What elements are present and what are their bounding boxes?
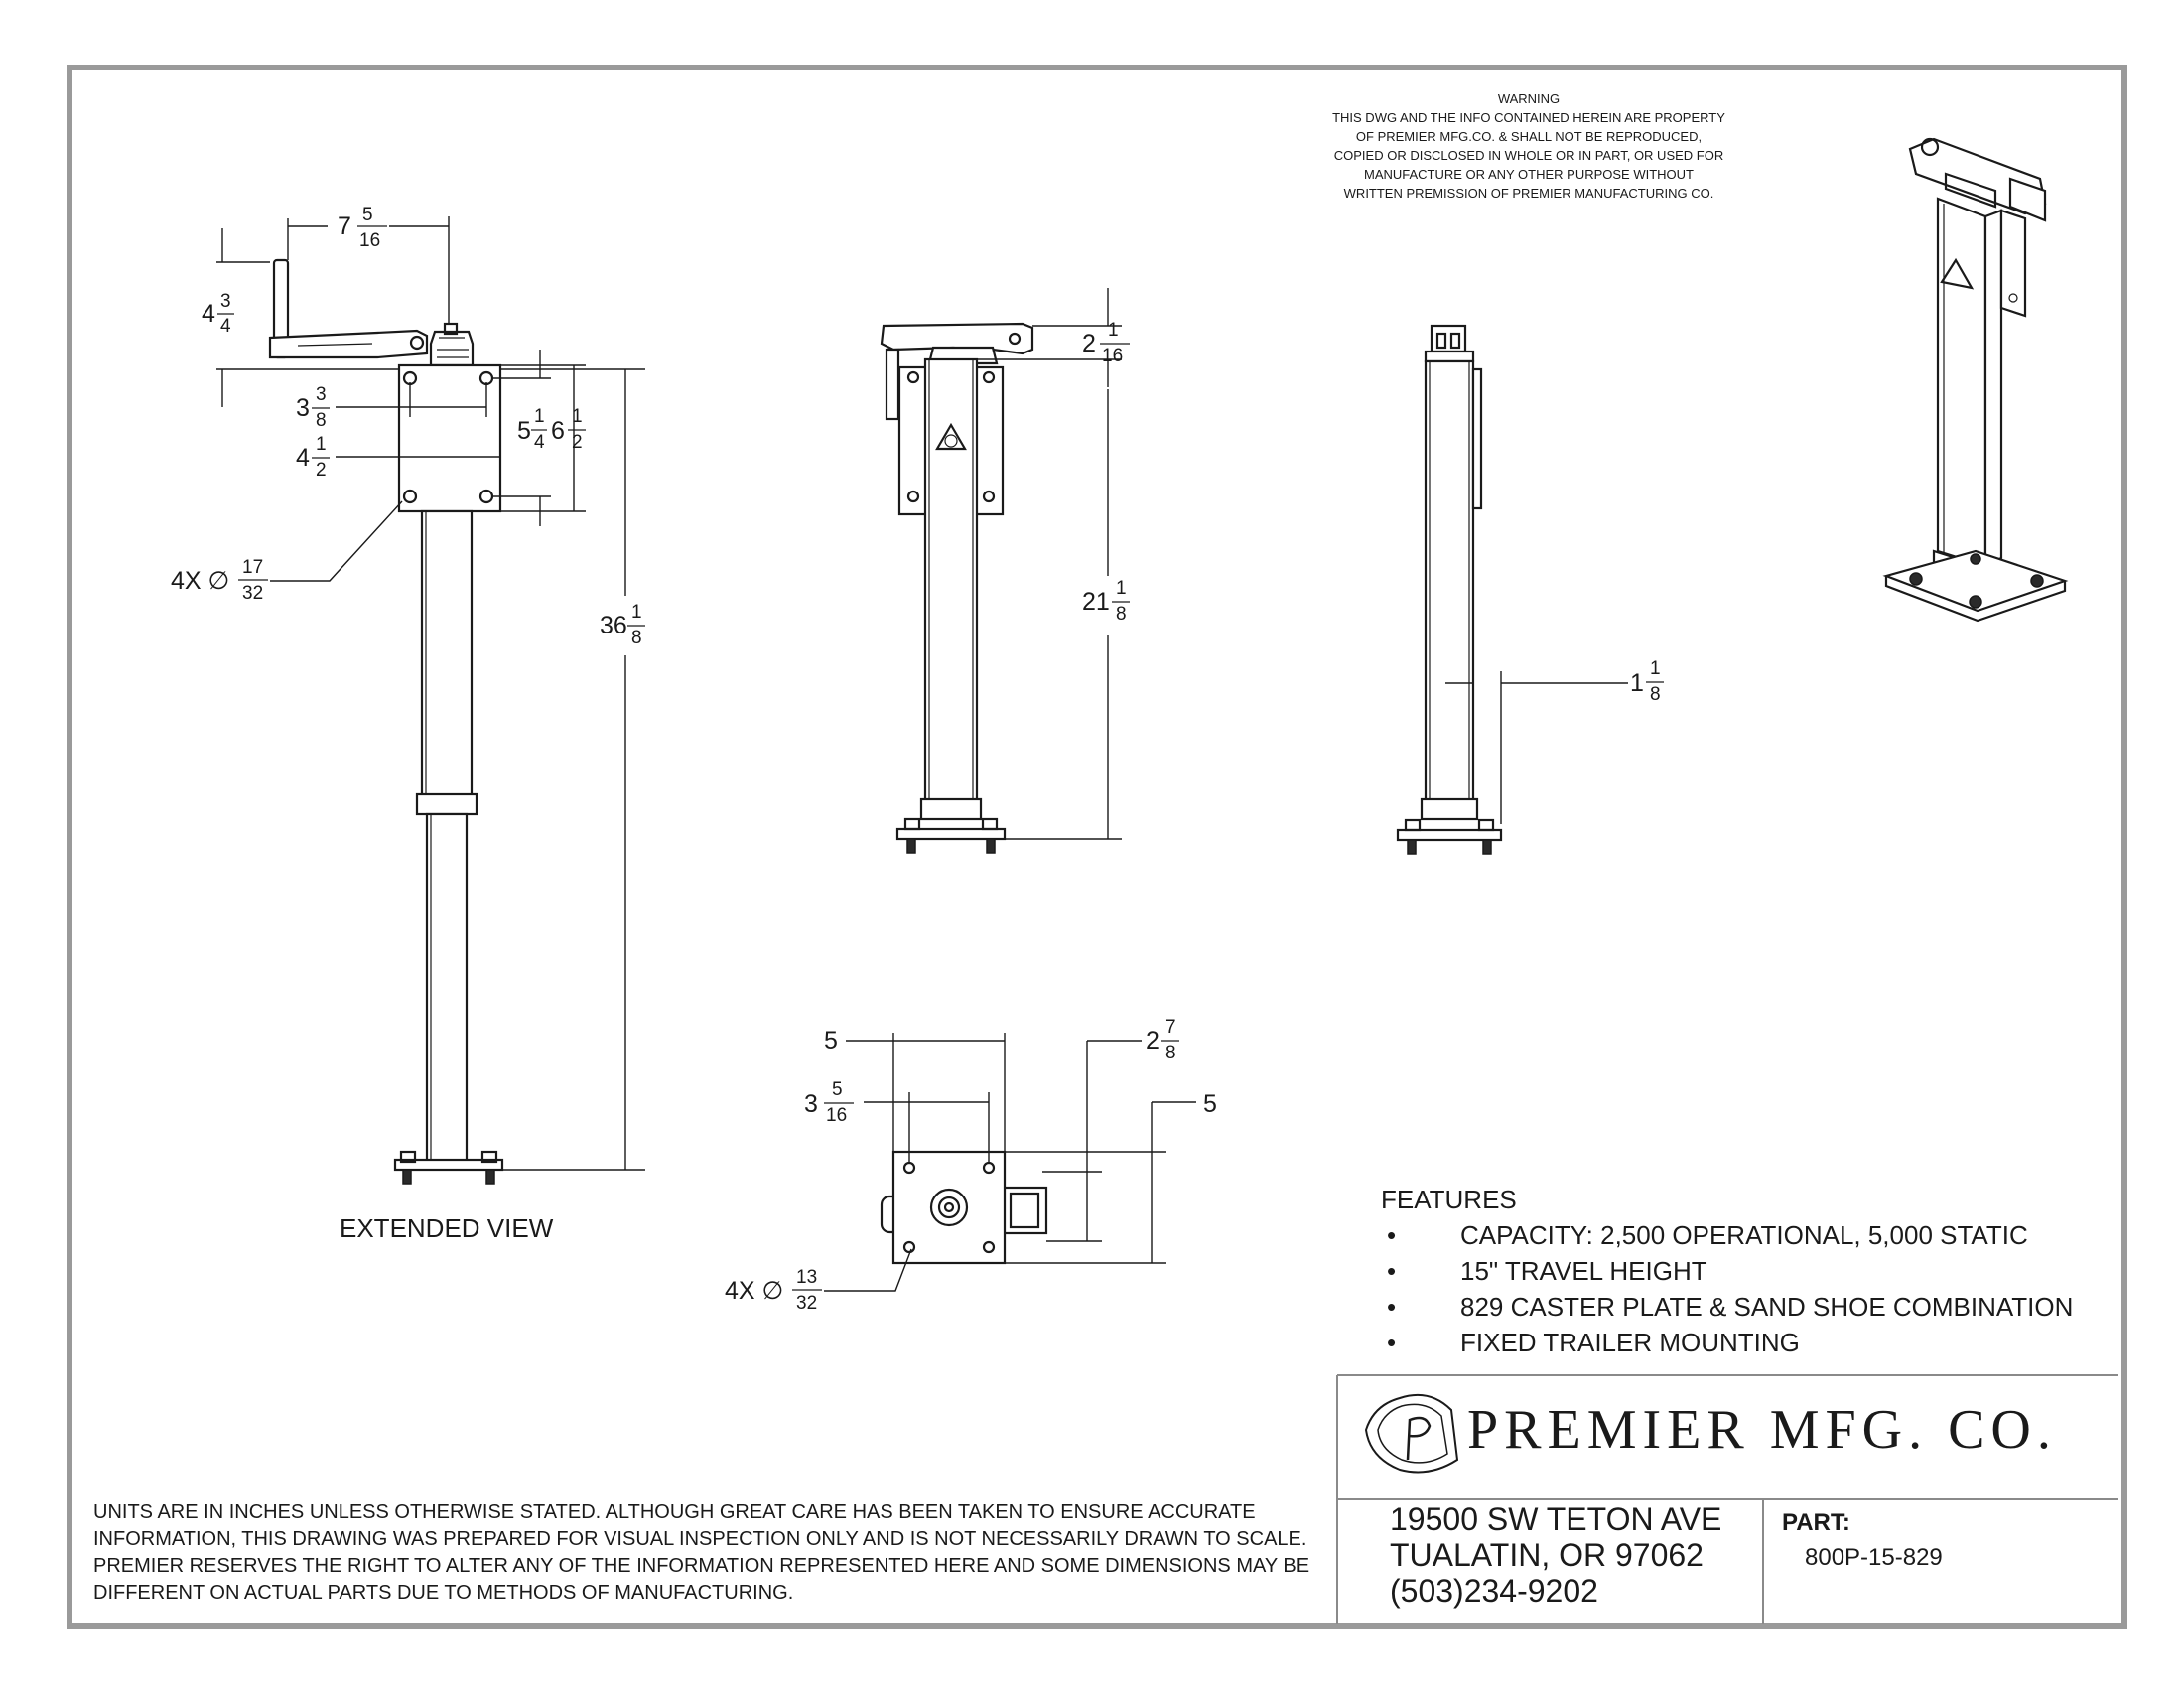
extended-view-label: EXTENDED VIEW (340, 1213, 554, 1243)
svg-text:1: 1 (1630, 669, 1644, 697)
dim-base-depth: 5 (1203, 1090, 1217, 1118)
svg-text:5: 5 (1203, 1090, 1217, 1118)
warning-line: WRITTEN PREMISSION OF PREMIER MANUFACTUR… (1343, 186, 1714, 201)
dim-side-offset: 1 1 8 (1630, 658, 1664, 705)
svg-text:3: 3 (220, 291, 231, 312)
svg-text:36: 36 (600, 612, 627, 639)
svg-text:5: 5 (517, 417, 531, 445)
svg-text:8: 8 (1116, 604, 1127, 625)
dim-hole-spacing-y: 5 1 4 (517, 406, 547, 453)
address-line: 19500 SW TETON AVE (1390, 1501, 1722, 1537)
svg-text:1: 1 (534, 406, 545, 427)
warning-notice: WARNING THIS DWG AND THE INFO CONTAINED … (1300, 89, 1757, 203)
front-dims (977, 288, 1122, 840)
svg-text:8: 8 (1165, 1043, 1176, 1063)
svg-text:6: 6 (551, 417, 565, 445)
isometric-view (1882, 137, 2069, 623)
svg-text:1: 1 (631, 602, 642, 623)
base-dims (824, 1033, 1196, 1292)
svg-text:3: 3 (296, 394, 310, 422)
svg-text:21: 21 (1082, 588, 1110, 616)
svg-text:1: 1 (316, 434, 327, 455)
svg-text:16: 16 (1102, 346, 1123, 366)
sheet-border (67, 65, 2127, 1629)
front-view (880, 322, 1034, 854)
dim-top-offset: 2 1 16 (1082, 320, 1130, 366)
svg-text:4: 4 (296, 444, 310, 472)
dim-base-offset: 2 7 8 (1146, 1017, 1179, 1063)
address-line: (503)234-9202 (1390, 1573, 1598, 1609)
dim-handle-width: 7 5 16 (338, 205, 387, 251)
part-label: PART: (1782, 1509, 1850, 1536)
features-heading: FEATURES (1381, 1185, 1517, 1214)
svg-text:1: 1 (572, 406, 583, 427)
svg-text:8: 8 (631, 628, 642, 648)
svg-text:5: 5 (832, 1079, 843, 1100)
dim-base-hole-x: 3 5 16 (804, 1079, 854, 1126)
svg-text:16: 16 (359, 230, 380, 251)
svg-text:2: 2 (1146, 1027, 1160, 1055)
feature-item: •829 CASTER PLATE & SAND SHOE COMBINATIO… (1381, 1289, 2073, 1325)
svg-text:5: 5 (824, 1027, 838, 1055)
bullet-icon: • (1387, 1220, 1397, 1250)
feature-item: •15" TRAVEL HEIGHT (1381, 1253, 2073, 1289)
side-dims (1445, 516, 1628, 824)
dim-plate-height: 6 1 2 (551, 406, 586, 453)
svg-text:3: 3 (316, 384, 327, 405)
svg-text:4: 4 (202, 300, 215, 328)
extended-view (268, 258, 504, 1185)
extended-dims (216, 216, 645, 1171)
svg-text:7: 7 (1165, 1017, 1176, 1038)
svg-text:1: 1 (1116, 578, 1127, 599)
dim-mount-holes: 4X ∅ 17 32 (171, 557, 268, 604)
dim-retracted-height: 21 1 8 (1082, 578, 1130, 625)
part-number: 800P-15-829 (1805, 1544, 1943, 1571)
base-plate-view (880, 1150, 1048, 1265)
bullet-icon: • (1387, 1256, 1397, 1286)
svg-text:32: 32 (242, 583, 263, 604)
svg-text:13: 13 (796, 1267, 817, 1288)
warning-line: COPIED OR DISCLOSED IN WHOLE OR IN PART,… (1333, 148, 1724, 163)
svg-text:4: 4 (220, 316, 231, 337)
title-block-frame (1336, 1374, 2118, 1624)
feature-item: •CAPACITY: 2,500 OPERATIONAL, 5,000 STAT… (1381, 1217, 2073, 1253)
svg-text:8: 8 (316, 410, 327, 431)
warning-line: THIS DWG AND THE INFO CONTAINED HEREIN A… (1332, 110, 1725, 125)
company-address: 19500 SW TETON AVE TUALATIN, OR 97062 (5… (1390, 1501, 1721, 1609)
svg-text:2: 2 (316, 460, 327, 481)
svg-text:16: 16 (826, 1105, 847, 1126)
svg-text:4X ∅: 4X ∅ (725, 1277, 783, 1305)
svg-text:17: 17 (242, 557, 263, 578)
bullet-icon: • (1387, 1292, 1397, 1322)
svg-text:8: 8 (1650, 684, 1661, 705)
dim-hole-spacing-x: 3 3 8 (296, 384, 330, 431)
feature-item: •FIXED TRAILER MOUNTING (1381, 1325, 2073, 1360)
company-name: PREMIER MFG. CO. (1467, 1399, 2057, 1461)
svg-text:3: 3 (804, 1090, 818, 1118)
warning-title: WARNING (1497, 91, 1561, 106)
warning-line: OF PREMIER MFG.CO. & SHALL NOT BE REPROD… (1355, 129, 1703, 144)
svg-text:7: 7 (338, 212, 351, 240)
dim-plate-width: 4 1 2 (296, 434, 330, 481)
svg-text:32: 32 (796, 1293, 817, 1314)
bullet-icon: • (1387, 1328, 1397, 1357)
warning-line: MANUFACTURE OR ANY OTHER PURPOSE WITHOUT (1363, 167, 1694, 182)
svg-text:5: 5 (362, 205, 373, 225)
svg-text:1: 1 (1108, 320, 1119, 341)
side-view (1396, 324, 1503, 855)
address-line: TUALATIN, OR 97062 (1390, 1537, 1704, 1573)
premier-logo-icon (1364, 1394, 1459, 1474)
dim-handle-height: 4 3 4 (202, 291, 234, 337)
dim-base-holes: 4X ∅ 13 32 (725, 1267, 822, 1314)
svg-text:2: 2 (1082, 330, 1096, 357)
svg-text:1: 1 (1650, 658, 1661, 679)
svg-text:4: 4 (534, 432, 545, 453)
svg-text:4X ∅: 4X ∅ (171, 567, 229, 595)
dim-extended-height: 36 1 8 (600, 602, 645, 648)
dim-base-width: 5 (824, 1027, 838, 1055)
features-list: FEATURES •CAPACITY: 2,500 OPERATIONAL, 5… (1381, 1182, 2073, 1360)
svg-text:2: 2 (572, 432, 583, 453)
disclaimer-text: UNITS ARE IN INCHES UNLESS OTHERWISE STA… (93, 1501, 1310, 1604)
